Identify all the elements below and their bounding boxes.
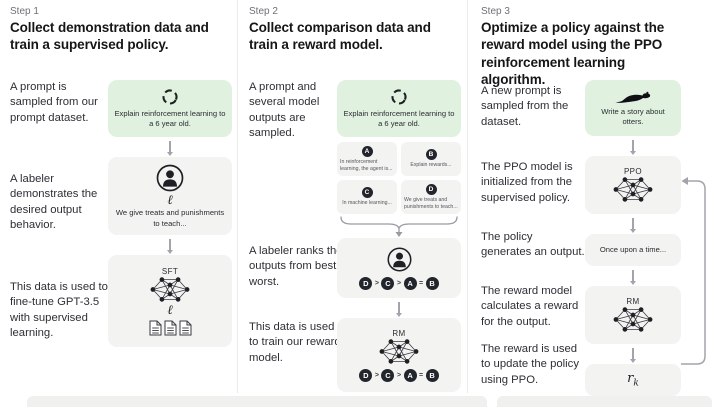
rank-sep: >: [374, 280, 379, 287]
step3-title: Optimize a policy against the reward mod…: [481, 20, 665, 87]
step3-prompt-box: Write a story about otters.: [585, 80, 681, 136]
neural-network-icon: [613, 176, 653, 203]
step1-column: Step 1 Collect demonstration data and tr…: [0, 0, 237, 393]
down-arrow: [169, 141, 171, 152]
neural-network-icon: [379, 338, 419, 365]
feedback-loop-arrow: [681, 170, 715, 380]
rank-sep: =: [419, 371, 424, 379]
step2-rm-box: RM D > C > A = B: [337, 318, 461, 392]
rank-3: A: [403, 277, 417, 290]
step1-caption-labeler: A labeler demonstrates the desired outpu…: [10, 173, 98, 231]
down-arrow: [632, 218, 634, 229]
rank-4: B: [425, 277, 439, 290]
labeler-person-icon: [386, 246, 413, 273]
step1-demonstration-text: We give treats and punishments to teach.…: [115, 208, 225, 228]
step3-caption-init: The PPO model is initialized from the su…: [481, 161, 573, 204]
output-c: C In machine learning...: [337, 180, 397, 214]
sft-label: SFT: [161, 266, 179, 276]
rank-1: D: [359, 277, 373, 290]
output-b-badge: B: [425, 149, 437, 161]
rank-2: C: [381, 368, 395, 382]
step1-sft-box: SFT ℓ: [108, 255, 232, 347]
step3-reward-box: rk: [585, 364, 681, 396]
step2-caption-prompt: A prompt and several model outputs are s…: [249, 81, 320, 139]
neural-network-icon: [613, 306, 653, 333]
reward-value: rk: [627, 371, 639, 389]
step3-ppo-box: PPO: [585, 156, 681, 214]
next-section-edge: [497, 396, 712, 407]
rank-sep: >: [396, 371, 402, 379]
labeler-person-icon: [155, 163, 185, 193]
output-d-badge: D: [425, 183, 437, 195]
otter-icon: [614, 89, 652, 105]
column-divider: [237, 0, 238, 393]
rank-2: C: [381, 277, 395, 290]
step1-labeler-box: ℓ We give treats and punishments to teac…: [108, 157, 232, 235]
output-d-text: We give treats and punishments to teach.…: [404, 196, 458, 210]
rank-sep: >: [396, 280, 402, 287]
pencil-icon: ℓ: [167, 302, 173, 318]
step3-rm-box: RM: [585, 286, 681, 344]
ranking-row: D > C > A = B: [359, 277, 439, 290]
curly-brace-arrow: [337, 214, 461, 238]
ranking-row: D > C > A = B: [359, 368, 439, 382]
step2-labeler-box: D > C > A = B: [337, 238, 461, 298]
step2-flow: Explain reinforcement learning to a 6 ye…: [337, 80, 461, 392]
output-b-text: Explain rewards...: [410, 162, 452, 169]
down-arrow: [632, 270, 634, 281]
neural-network-icon: [150, 276, 190, 303]
rm-label: RM: [626, 297, 640, 306]
rm-label: RM: [392, 328, 406, 338]
pencil-icon: ℓ: [167, 193, 173, 209]
column-divider: [467, 0, 468, 393]
step2-prompt-box: Explain reinforcement learning to a 6 ye…: [337, 80, 461, 137]
rank-4: B: [425, 368, 439, 382]
step2-label: Step 2: [249, 6, 278, 17]
down-arrow: [632, 140, 634, 151]
step1-label: Step 1: [10, 6, 39, 17]
ppo-label: PPO: [623, 167, 643, 176]
step3-column: Step 3 Optimize a policy against the rew…: [467, 0, 720, 396]
down-arrow: [398, 302, 400, 313]
sampling-loop-icon: [161, 87, 179, 106]
output-c-text: In machine learning...: [342, 200, 392, 207]
next-section-edge: [27, 396, 487, 407]
step3-caption-prompt: A new prompt is sampled from the dataset…: [481, 85, 569, 128]
step2-caption-rank: A labeler ranks the outputs from best to…: [249, 245, 349, 288]
step3-flow: Write a story about otters. PPO Once upo…: [585, 80, 681, 396]
step3-prompt-text: Write a story about otters.: [601, 106, 665, 126]
output-b: B Explain rewards...: [401, 142, 461, 176]
step3-output-box: Once upon a time...: [585, 234, 681, 266]
down-arrow: [632, 348, 634, 359]
step3-caption-update: The reward is used to update the policy …: [481, 343, 579, 386]
documents-icon: [149, 320, 192, 336]
step3-caption-reward: The reward model calculates a reward for…: [481, 285, 579, 328]
step1-title: Collect demonstration data and train a s…: [10, 20, 209, 53]
step1-prompt-box: Explain reinforcement learning to a 6 ye…: [108, 80, 232, 137]
output-a-badge: A: [361, 145, 373, 157]
step2-title: Collect comparison data and train a rewa…: [249, 20, 431, 53]
rank-sep: =: [419, 280, 424, 287]
step1-prompt-text: Explain reinforcement learning to a 6 ye…: [114, 108, 226, 128]
output-d: D We give treats and punishments to teac…: [401, 180, 461, 214]
rank-3: A: [403, 368, 417, 382]
model-outputs-grid: A In reinforcement learning, the agent i…: [337, 142, 461, 214]
output-a-text: In reinforcement learning, the agent is.…: [340, 158, 393, 172]
step2-prompt-text: Explain reinforcement learning to a 6 ye…: [343, 108, 455, 128]
down-arrow: [169, 239, 171, 250]
step2-caption-train: This data is used to train our reward mo…: [249, 321, 341, 364]
step2-column: Step 2 Collect comparison data and train…: [237, 0, 467, 393]
step1-caption-finetune: This data is used to fine-tune GPT-3.5 w…: [10, 281, 108, 339]
rank-1: D: [359, 368, 373, 382]
output-a: A In reinforcement learning, the agent i…: [337, 142, 397, 176]
sampling-loop-icon: [390, 87, 408, 106]
rank-sep: >: [374, 371, 379, 379]
step3-caption-output: The policy generates an output.: [481, 231, 585, 259]
output-c-badge: C: [361, 187, 373, 199]
step3-output-text: Once upon a time...: [599, 244, 667, 254]
step1-flow: Explain reinforcement learning to a 6 ye…: [108, 80, 232, 347]
step3-label: Step 3: [481, 6, 510, 17]
step1-caption-prompt: A prompt is sampled from our prompt data…: [10, 81, 98, 124]
